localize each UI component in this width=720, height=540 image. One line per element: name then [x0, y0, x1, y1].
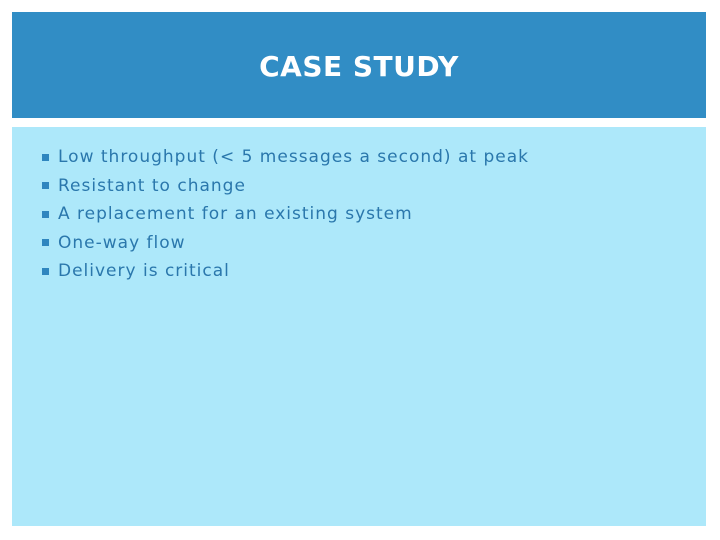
bullet-text: One-way flow [58, 232, 186, 253]
bullet-item: Low throughput (< 5 messages a second) a… [42, 143, 529, 172]
content-box: Low throughput (< 5 messages a second) a… [12, 127, 706, 526]
bullet-item: Delivery is critical [42, 257, 529, 286]
bullet-item: A replacement for an existing system [42, 200, 529, 229]
bullet-text: A replacement for an existing system [58, 204, 413, 225]
bullet-text: Delivery is critical [58, 261, 230, 282]
square-bullet-icon [42, 210, 49, 218]
slide-title: CASE STUDY [259, 49, 459, 83]
bullet-text: Resistant to change [58, 175, 246, 196]
bullet-item: One-way flow [42, 229, 529, 258]
bullet-text: Low throughput (< 5 messages a second) a… [58, 147, 529, 168]
square-bullet-icon [42, 182, 49, 190]
square-bullet-icon [42, 267, 49, 275]
square-bullet-icon [42, 239, 49, 247]
bullet-list: Low throughput (< 5 messages a second) a… [42, 143, 529, 286]
bullet-item: Resistant to change [42, 172, 529, 201]
square-bullet-icon [42, 153, 49, 161]
title-bar: CASE STUDY [12, 12, 706, 118]
